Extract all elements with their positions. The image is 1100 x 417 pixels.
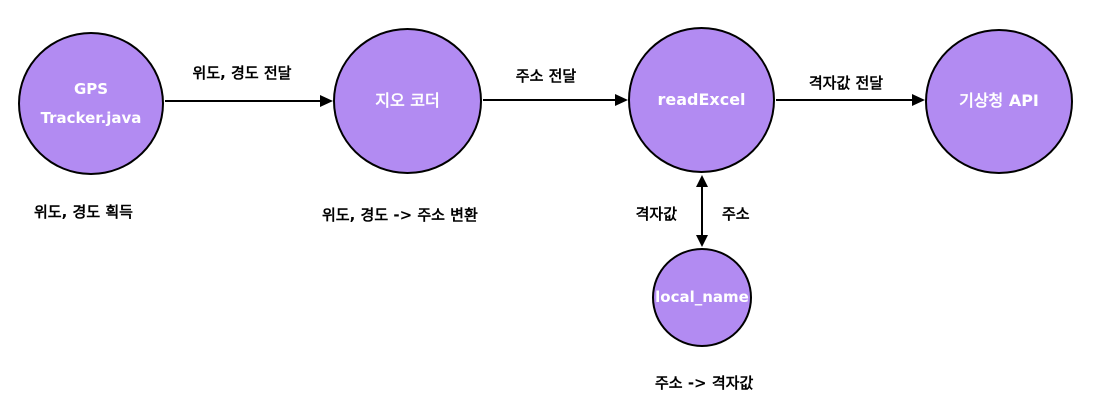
edge-gps-to-geocoder-label: 위도, 경도 전달 [192, 64, 292, 82]
node-weather-api: 기상청 API [925, 29, 1073, 174]
node-read-excel-label: readExcel [657, 89, 746, 109]
edge-gps-to-geocoder-line [165, 100, 322, 102]
edge-readexcel-to-api-label: 격자값 전달 [808, 74, 884, 92]
node-gps-tracker-label-line1: GPS [73, 80, 109, 98]
node-local-name: local_name [652, 248, 752, 347]
arrowhead-down-icon [696, 235, 708, 247]
node-weather-api-label: 기상청 API [959, 91, 1039, 111]
node-local-name-label: local_name [655, 288, 749, 307]
edge-readexcel-localname-left-label: 격자값 [635, 205, 677, 223]
arrowhead-up-icon [696, 175, 708, 187]
edge-readexcel-to-api-line [776, 99, 915, 101]
edge-geocoder-to-readexcel-label: 주소 전달 [515, 67, 577, 85]
edge-readexcel-localname-line [701, 185, 703, 237]
caption-geo-coder: 위도, 경도 -> 주소 변환 [322, 206, 478, 224]
caption-gps-tracker: 위도, 경도 획득 [34, 203, 133, 221]
caption-local-name: 주소 -> 격자값 [655, 374, 754, 392]
arrowhead-right-icon [615, 94, 628, 106]
node-gps-tracker: GPS Tracker.java [18, 32, 164, 175]
node-geo-coder: 지오 코더 [333, 28, 482, 174]
arrowhead-right-icon [912, 94, 925, 106]
node-read-excel: readExcel [628, 27, 775, 173]
edge-geocoder-to-readexcel-line [483, 99, 618, 101]
arrowhead-right-icon [320, 95, 333, 107]
edge-readexcel-localname-right-label: 주소 [722, 205, 750, 223]
node-geo-coder-label: 지오 코더 [375, 90, 440, 110]
node-gps-tracker-label-line2: Tracker.java [40, 108, 142, 127]
